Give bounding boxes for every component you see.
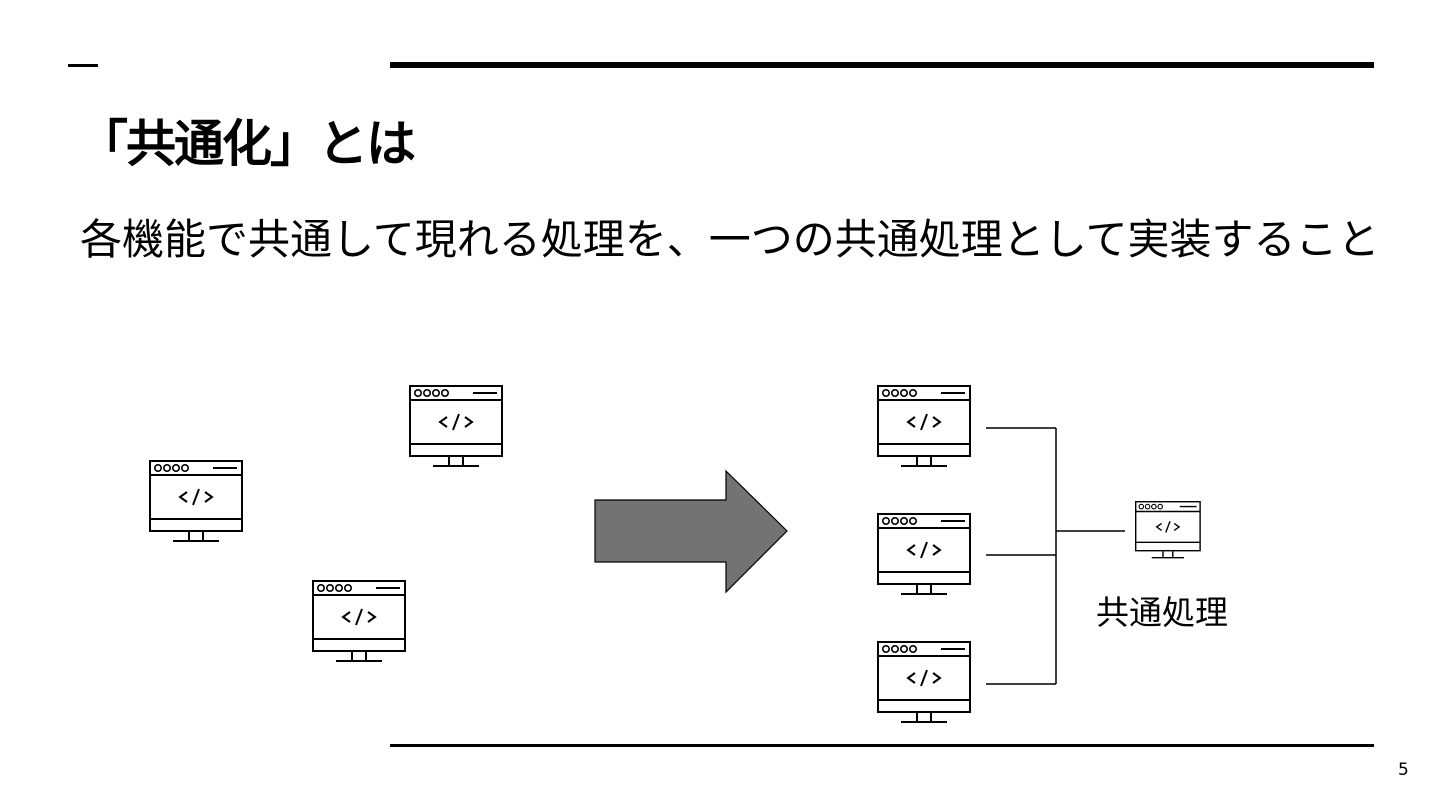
code-window-icon [877, 385, 971, 467]
connector-lines [986, 427, 1125, 685]
code-window-icon [409, 385, 503, 467]
right-arrow-icon [594, 469, 788, 594]
code-window-icon [312, 580, 406, 662]
code-window-icon [149, 460, 243, 542]
bottom-divider-rule [390, 744, 1374, 747]
top-divider-rule [390, 62, 1374, 68]
code-window-icon [877, 641, 971, 723]
common-process-label: 共通処理 [1096, 593, 1228, 632]
page-subtitle: 各機能で共通して現れる処理を、一つの共通処理として実装すること [80, 215, 1380, 264]
code-window-icon [877, 513, 971, 595]
page-number: 5 [1398, 760, 1409, 780]
page-title: 「共通化」とは [78, 115, 416, 173]
common-process-window-icon [1134, 501, 1201, 559]
title-accent-rule [68, 64, 98, 67]
